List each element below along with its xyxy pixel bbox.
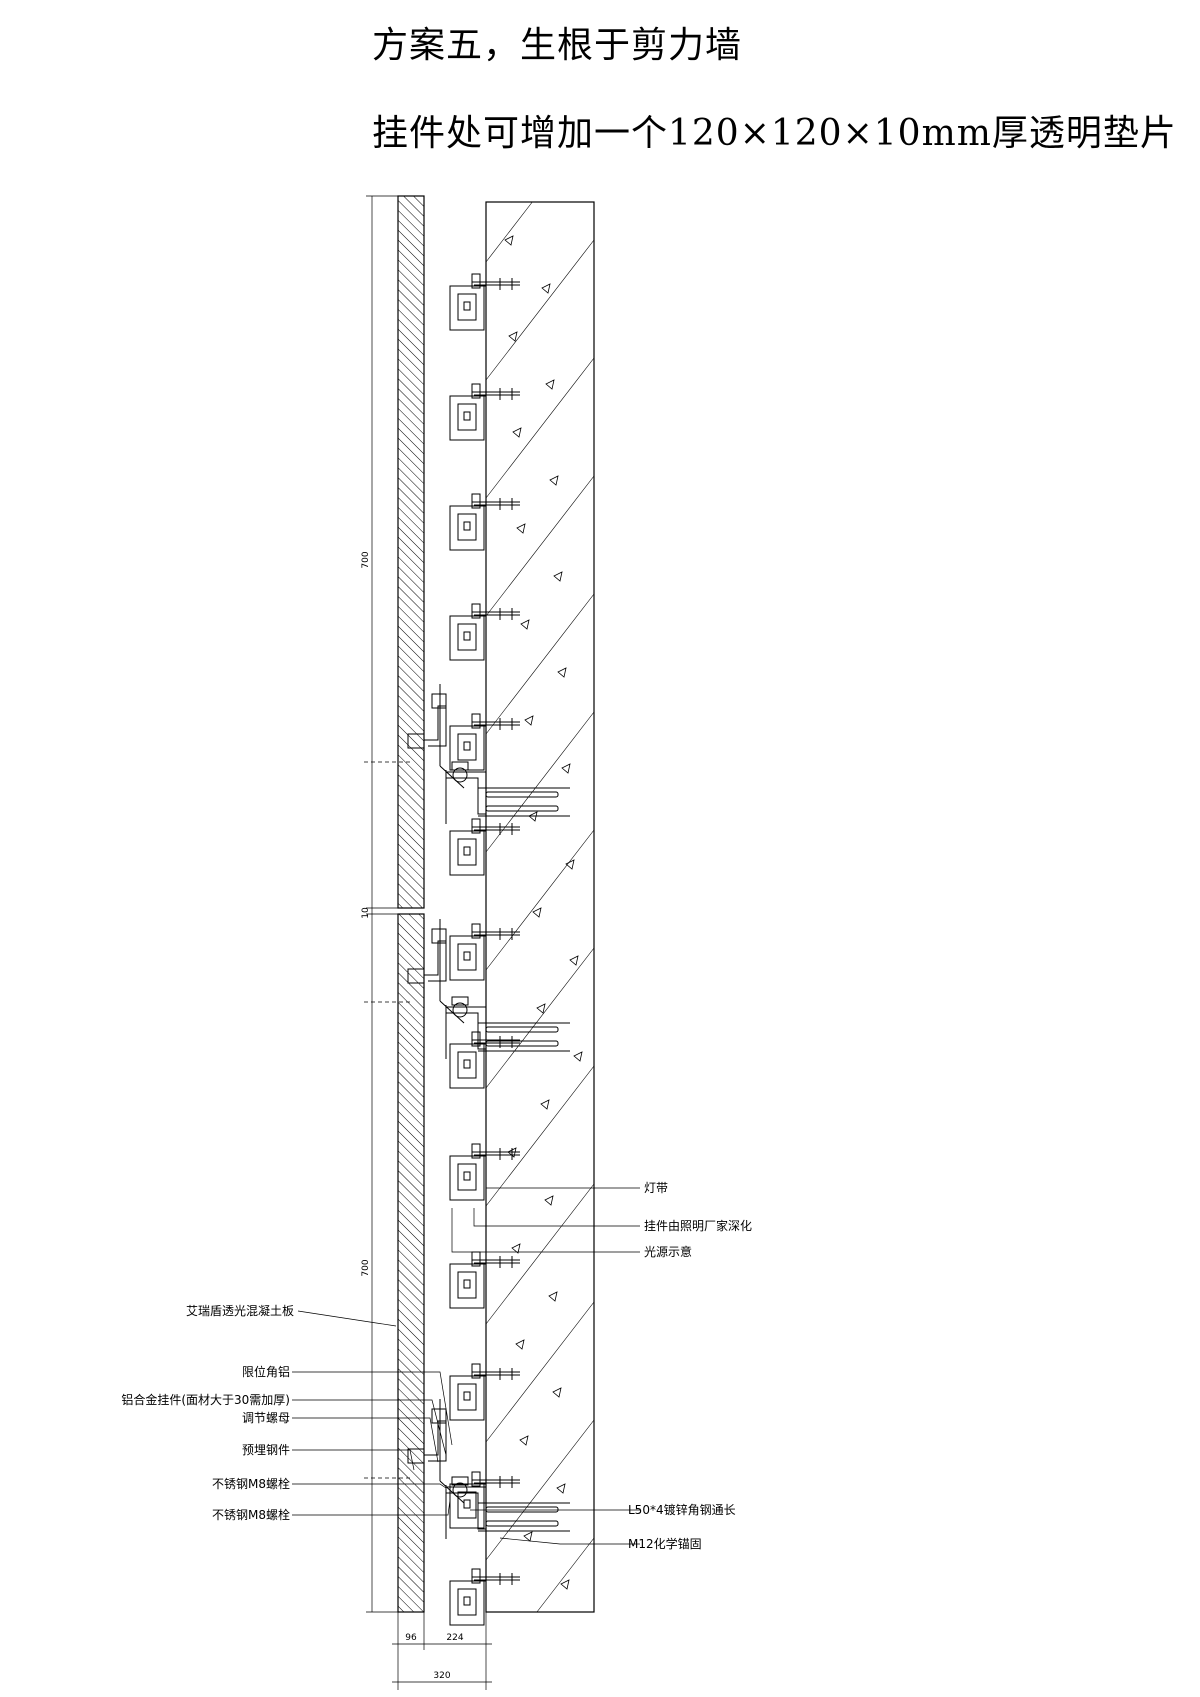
aggregate-mark [549, 475, 559, 486]
led-channel [449, 1568, 520, 1626]
led-channel [449, 1143, 520, 1201]
aggregate-mark [541, 283, 551, 294]
shear-wall [485, 201, 595, 1613]
label-bolt-1: 不锈钢M8螺栓 [212, 1476, 290, 1491]
title-line-1: 方案五，生根于剪力墙 [372, 25, 743, 66]
wall-hatch-line [485, 1301, 595, 1443]
label-bolt-2: 不锈钢M8螺栓 [212, 1507, 290, 1522]
label-adjust-nut: 调节螺母 [242, 1411, 290, 1425]
wall-hatch-line [485, 947, 595, 1089]
aggregate-mark [512, 427, 522, 438]
aggregate-mark [519, 1435, 529, 1446]
wall-hatch-line [485, 829, 595, 971]
aggregate-mark [516, 523, 526, 534]
wall-hatch-line [485, 1419, 595, 1561]
horizontal-dimension [392, 1612, 492, 1690]
title-line-2: 挂件处可增加一个120×120×10mm厚透明垫片 [372, 113, 1177, 154]
wall-hatch-line [485, 1183, 595, 1325]
aggregate-mark [508, 331, 518, 342]
wall-hatch-line [485, 1065, 595, 1207]
aggregate-mark [565, 859, 575, 870]
label-embedded-steel: 预埋钢件 [242, 1443, 290, 1457]
label-hanger-by-lighting: 挂件由照明厂家深化 [644, 1218, 752, 1233]
led-channel [449, 273, 520, 331]
aggregate-mark [520, 619, 530, 630]
dim-panel-thickness: 96 [405, 1633, 417, 1643]
aggregate-mark [560, 1579, 570, 1590]
wall-hatch-line [485, 475, 595, 617]
led-fixtures [449, 273, 520, 1626]
aggregate-mark [536, 1003, 546, 1014]
label-alloy-hanger: 铝合金挂件(面材大于30需加厚) [121, 1392, 290, 1407]
led-channel [449, 493, 520, 551]
led-channel [449, 1031, 520, 1089]
aggregate-mark [553, 571, 563, 582]
aggregate-mark [557, 667, 567, 678]
hanger-assembly [407, 684, 570, 824]
wall-hatch-line [485, 239, 595, 381]
label-chemical-anchor: M12化学锚固 [628, 1536, 702, 1551]
dim-total: 320 [433, 1671, 450, 1681]
led-channel [449, 383, 520, 441]
hanger-assembly [407, 1399, 570, 1539]
aggregate-mark [548, 1291, 558, 1302]
label-angle-steel: L50*4镀锌角钢通长 [628, 1503, 736, 1517]
panel-lower [397, 913, 425, 1613]
aggregate-mark [504, 235, 514, 246]
panel-upper [397, 195, 425, 909]
dim-joint: 10 [361, 907, 371, 919]
label-panel: 艾瑞盾透光混凝土板 [186, 1303, 294, 1318]
led-channel [449, 923, 520, 981]
aggregate-mark [524, 715, 534, 726]
dim-panel-height-lower: 700 [361, 1259, 371, 1276]
label-light-strip: 灯带 [644, 1181, 668, 1195]
aggregate-mark [573, 1051, 583, 1062]
leaders-left [292, 1310, 453, 1516]
dim-gap: 224 [446, 1633, 463, 1643]
aggregate-mark [552, 1387, 562, 1398]
aggregate-mark [544, 1195, 554, 1206]
led-channel [449, 1363, 520, 1421]
aggregate-mark [545, 379, 555, 390]
wall-hatch-line [536, 1537, 595, 1613]
panel-hangers [407, 684, 570, 1539]
dim-panel-height-upper: 700 [361, 551, 371, 568]
label-limit-aluminum: 限位角铝 [242, 1364, 290, 1379]
aggregate-mark [556, 1483, 566, 1494]
led-channel [449, 603, 520, 661]
label-light-source: 光源示意 [644, 1244, 692, 1259]
leaders-right [451, 1187, 640, 1545]
vertical-dimension [364, 195, 412, 1613]
wall-hatch-line [485, 201, 533, 263]
led-channel [449, 818, 520, 876]
aggregate-mark [532, 907, 542, 918]
aggregate-mark [569, 955, 579, 966]
aggregate-mark [523, 1531, 533, 1542]
wall-hatch-line [485, 357, 595, 499]
aggregate-mark [515, 1339, 525, 1350]
hanger-assembly [407, 919, 570, 1059]
led-channel [449, 1251, 520, 1309]
aggregate-mark [540, 1099, 550, 1110]
aggregate-mark [561, 763, 571, 774]
translucent-panels [397, 195, 425, 1613]
wall-hatch-line [485, 593, 595, 735]
wall-hatch-line [485, 711, 595, 853]
aggregate-mark [511, 1243, 521, 1254]
led-channel [449, 1471, 520, 1529]
